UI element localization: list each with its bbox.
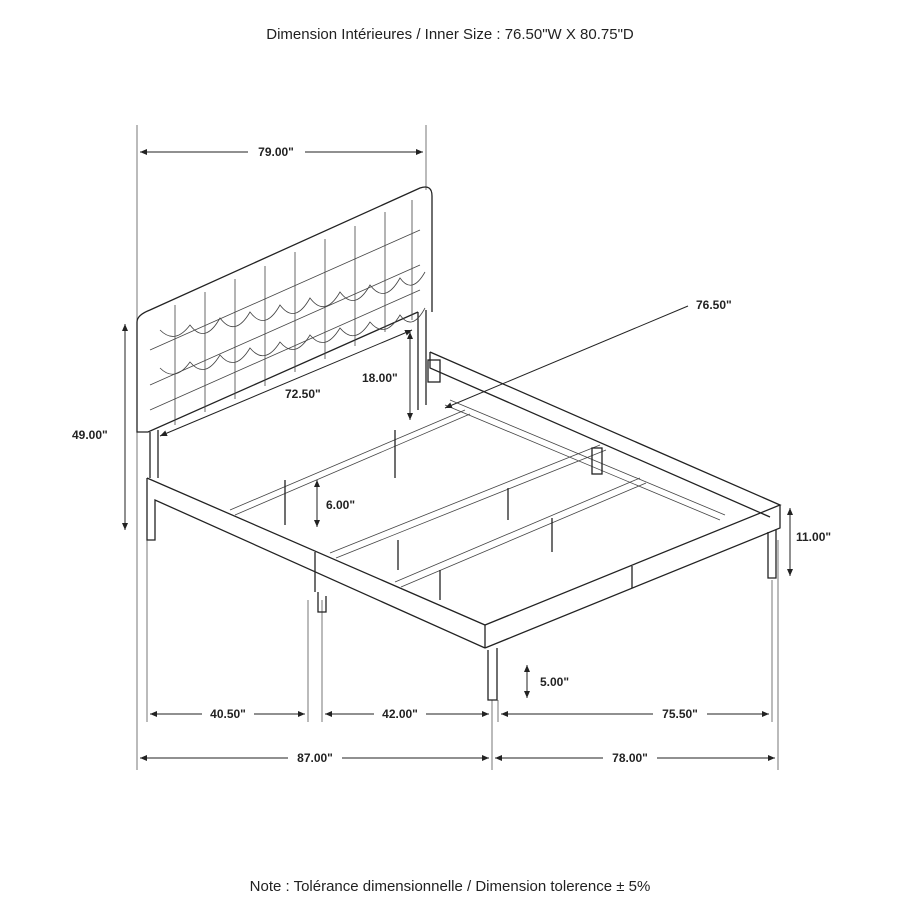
total-height-label: 49.00" xyxy=(72,428,108,442)
tolerance-note: Note : Tolérance dimensionnelle / Dimens… xyxy=(249,878,651,895)
total-width-label: 78.00" xyxy=(612,751,648,765)
leg-height-label: 5.00" xyxy=(540,675,569,689)
extension-lines xyxy=(136,125,779,770)
right-segment-label: 75.50" xyxy=(662,707,698,721)
headboard-width-label: 79.00" xyxy=(258,145,294,159)
headboard-inner-width-label: 72.50" xyxy=(285,387,321,401)
left-segment-label: 40.50" xyxy=(210,707,246,721)
bed-frame xyxy=(146,351,782,701)
headboard-height-label: 18.00" xyxy=(362,371,398,385)
rail-height-label: 11.00" xyxy=(796,530,831,544)
headboard xyxy=(136,186,433,478)
total-length-label: 87.00" xyxy=(297,751,333,765)
rail-depth-label: 6.00" xyxy=(326,498,355,512)
inner-size-title: Dimension Intérieures / Inner Size : 76.… xyxy=(266,26,634,43)
inner-width-label: 76.50" xyxy=(696,298,732,312)
middle-segment-label: 42.00" xyxy=(382,707,418,721)
